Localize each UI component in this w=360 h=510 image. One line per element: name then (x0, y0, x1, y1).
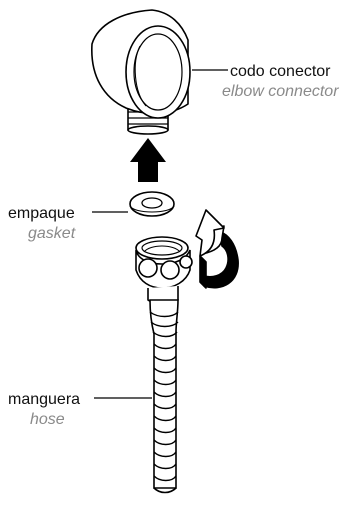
hose-nut (136, 237, 192, 305)
elbow-label-es: codo conector (230, 63, 331, 80)
hose-label-en: hose (30, 411, 65, 428)
gasket (130, 192, 174, 216)
hose (150, 300, 178, 493)
gasket-label-es: empaque (8, 205, 75, 222)
rotate-arrow-icon (196, 210, 238, 288)
up-arrow-icon (130, 138, 166, 182)
elbow-label-en: elbow connector (222, 83, 339, 100)
elbow-connector (92, 10, 190, 134)
gasket-label-en: gasket (28, 225, 76, 242)
hose-label-es: manguera (8, 391, 80, 408)
